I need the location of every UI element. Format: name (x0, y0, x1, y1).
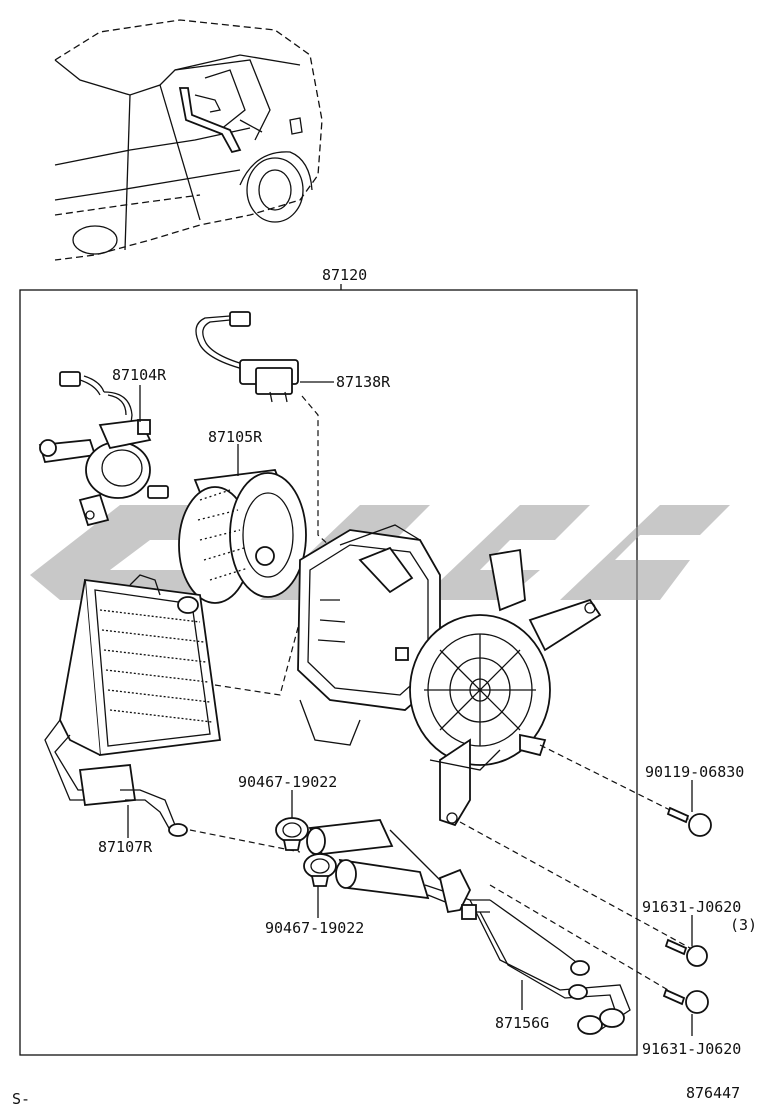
hose-pipe-87156g (306, 819, 631, 1035)
resistor-harness-87138r (195, 311, 299, 403)
label-90467-top: 90467-19022 (238, 773, 337, 791)
dash-87107r (214, 619, 301, 696)
heater-core-87107r (44, 574, 222, 837)
blower-fan-87105r (178, 469, 307, 604)
footer-left-code: S- (12, 1090, 30, 1108)
dash-to-91631-bottom (489, 884, 669, 991)
label-90119: 90119-06830 (645, 763, 744, 781)
blower-case (297, 524, 602, 827)
label-91631-bottom: 91631-J0620 (642, 1040, 741, 1058)
label-87104r: 87104R (112, 366, 167, 384)
label-87156g: 87156G (495, 1014, 549, 1032)
clamp-90467-bottom (303, 853, 337, 887)
clamp-90467-top (275, 817, 309, 851)
bolt-91631-top (664, 938, 708, 967)
dash-to-91631-top (459, 821, 691, 949)
label-87105r: 87105R (208, 428, 263, 446)
label-91631-top: 91631-J0620 (642, 898, 741, 916)
bolt-90119 (666, 806, 712, 837)
dash-to-90119 (539, 744, 691, 821)
label-91631-qty: (3) (730, 916, 757, 934)
label-87138r: 87138R (336, 373, 391, 391)
assembly-part-number: 87120 (322, 266, 367, 284)
vehicle-outline (54, 19, 323, 261)
diagram-number: 876447 (686, 1084, 740, 1102)
label-87107r: 87107R (98, 838, 153, 856)
assembly-frame (19, 289, 638, 1056)
bolt-91631-bottom (662, 988, 709, 1014)
label-90467-bottom: 90467-19022 (265, 919, 364, 937)
dash-heater-pipe (189, 829, 301, 853)
servo-motor-87104r (38, 371, 169, 527)
